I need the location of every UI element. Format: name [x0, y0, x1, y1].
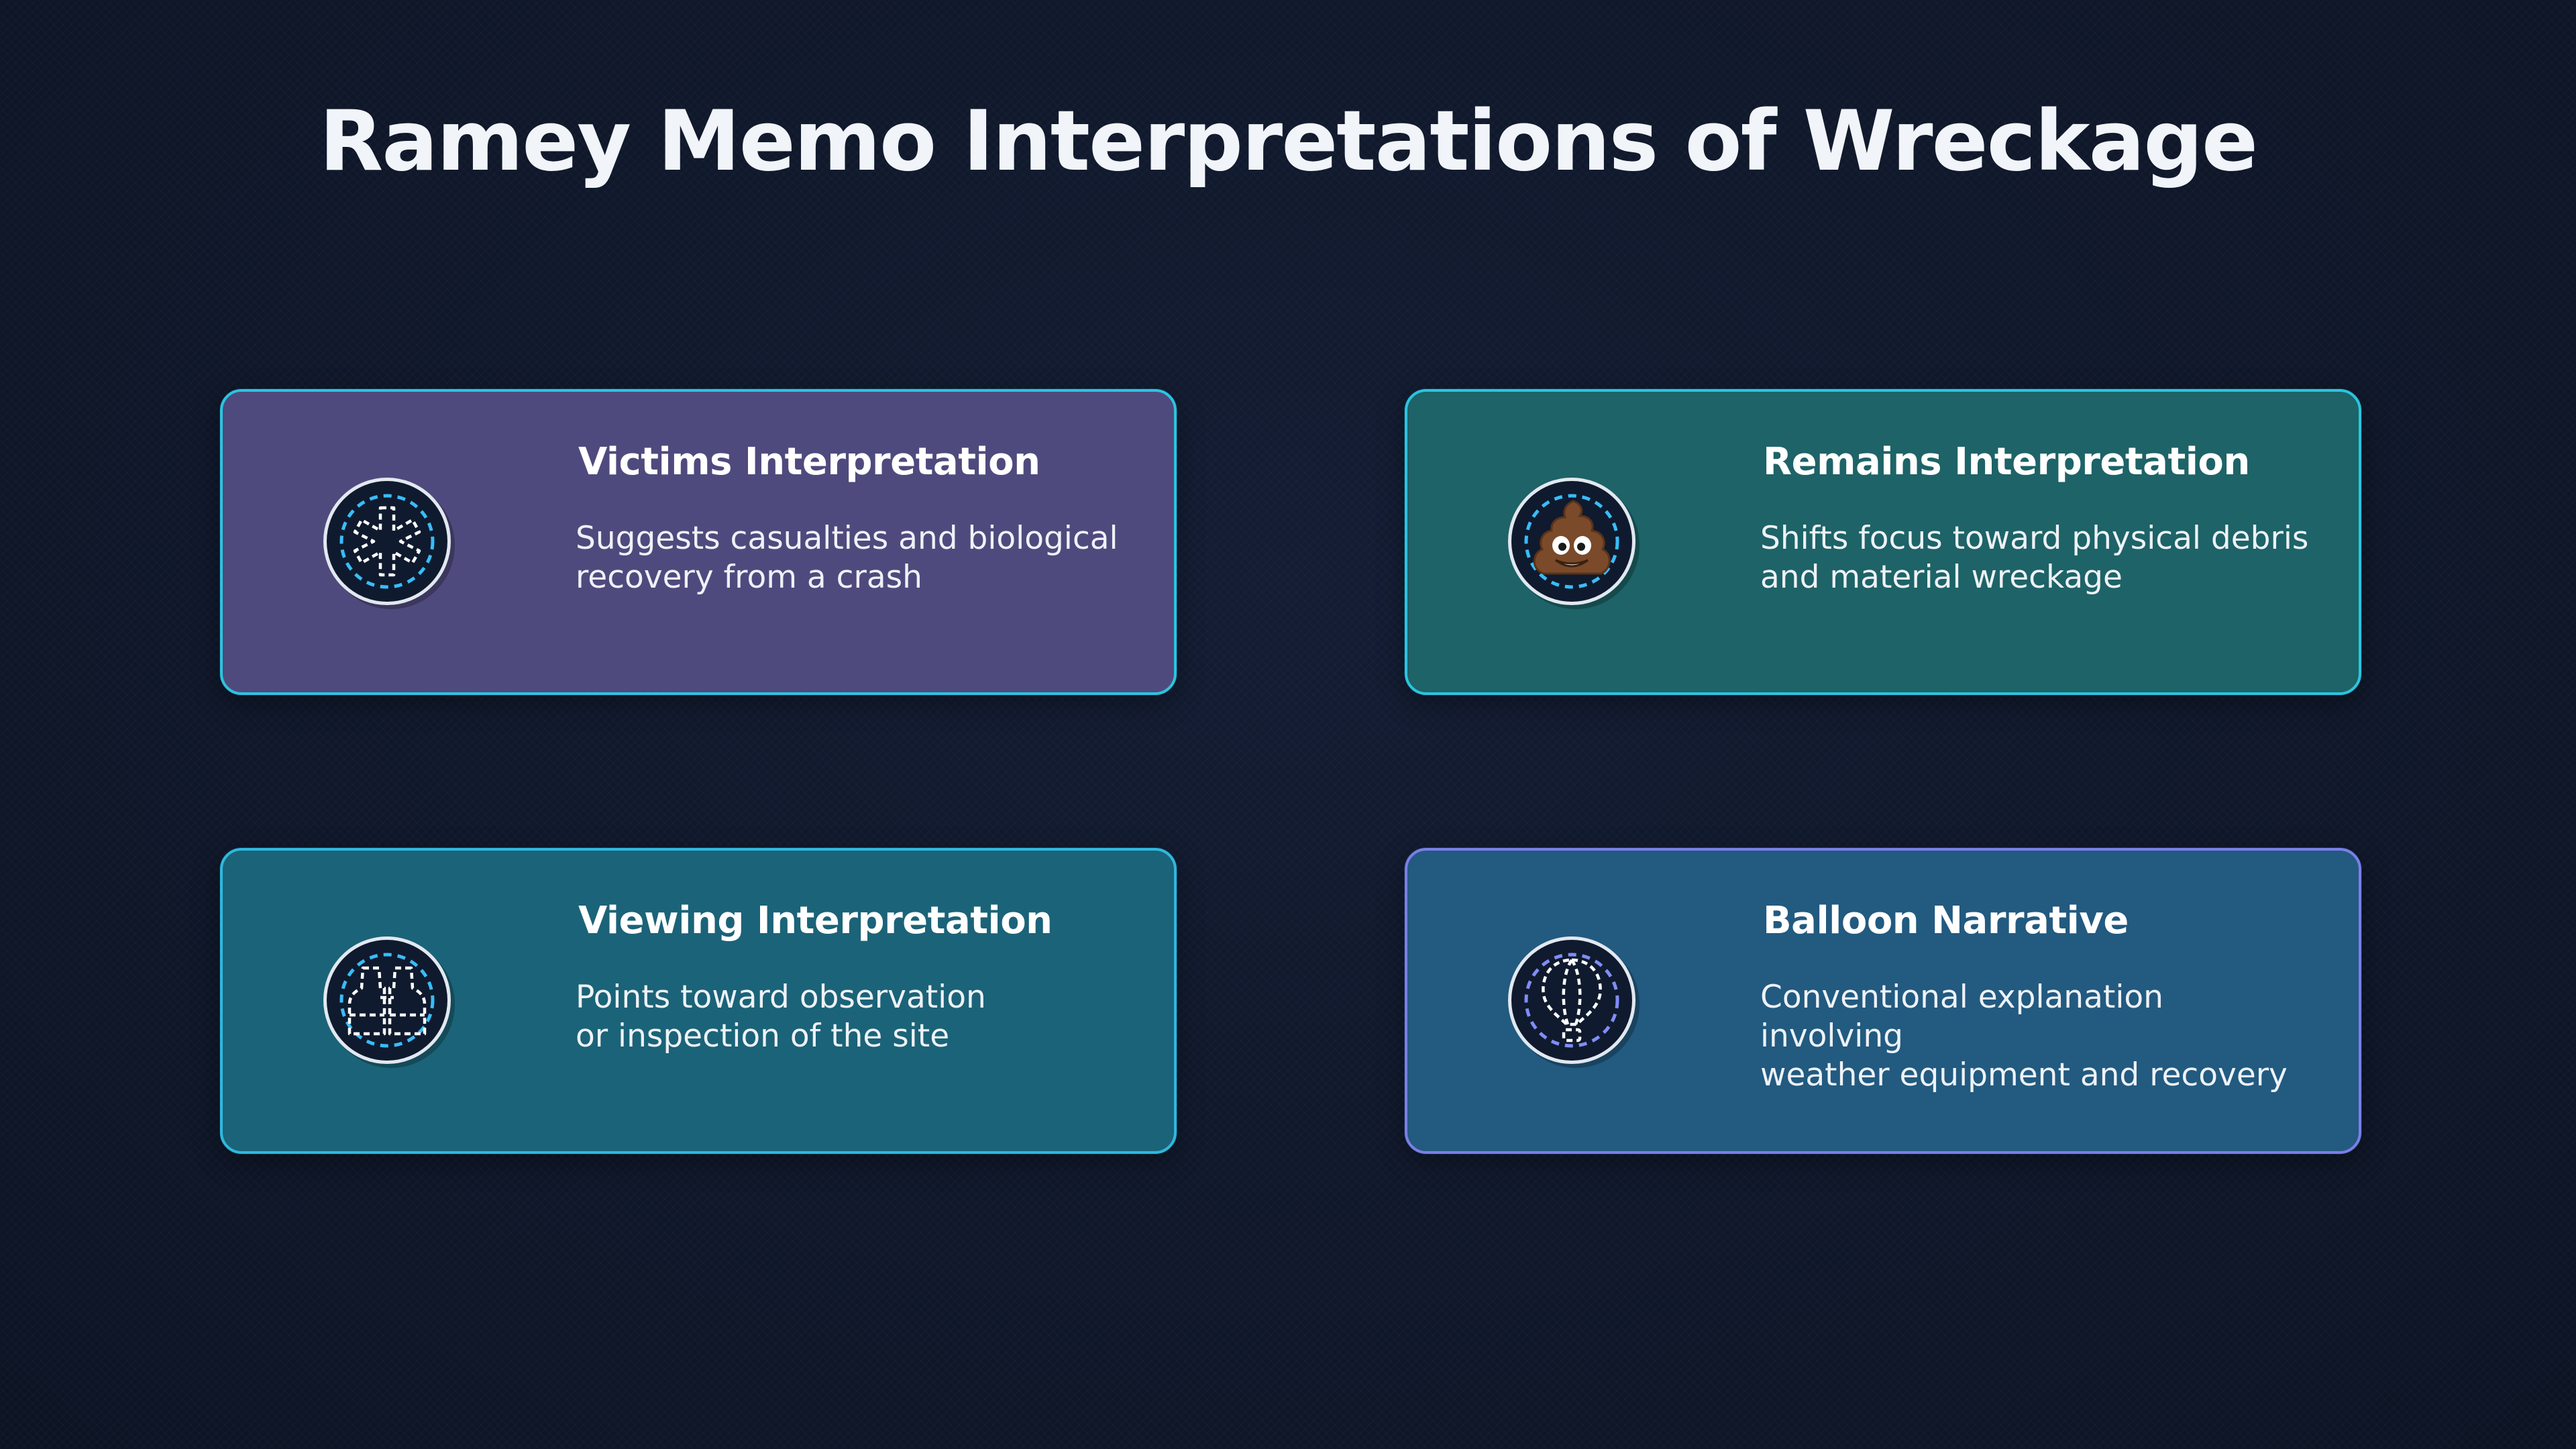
card-viewing-interpretation: Viewing Interpretation Points toward obs… [220, 848, 1177, 1154]
card-description: Suggests casualties and biological recov… [576, 520, 1118, 596]
card-title: Balloon Narrative [1763, 899, 2129, 943]
card-description: Conventional explanation involving weath… [1760, 979, 2288, 1093]
remains-icon-badge [1508, 478, 1635, 605]
binoculars-icon [339, 953, 435, 1048]
balloon-icon-badge [1508, 936, 1635, 1064]
card-balloon-narrative: Balloon Narrative Conventional explanati… [1405, 848, 2361, 1154]
medical-asterisk-icon [339, 494, 435, 589]
card-victims-interpretation: Victims Interpretation Suggests casualti… [220, 389, 1177, 695]
card-title: Viewing Interpretation [578, 899, 1053, 943]
card-title: Remains Interpretation [1763, 440, 2250, 484]
victims-icon-badge [323, 478, 451, 605]
page-title: Ramey Memo Interpretations of Wreckage [319, 93, 2258, 190]
card-description: Shifts focus toward physical debris and … [1760, 520, 2309, 596]
card-title: Victims Interpretation [578, 440, 1040, 484]
card-description: Points toward observation or inspection … [576, 979, 986, 1055]
card-remains-interpretation: Remains Interpretation Shifts focus towa… [1405, 389, 2361, 695]
viewing-icon-badge [323, 936, 451, 1064]
hot-air-balloon-icon [1524, 953, 1619, 1048]
pile-of-poo-emoji-icon [1524, 494, 1619, 589]
